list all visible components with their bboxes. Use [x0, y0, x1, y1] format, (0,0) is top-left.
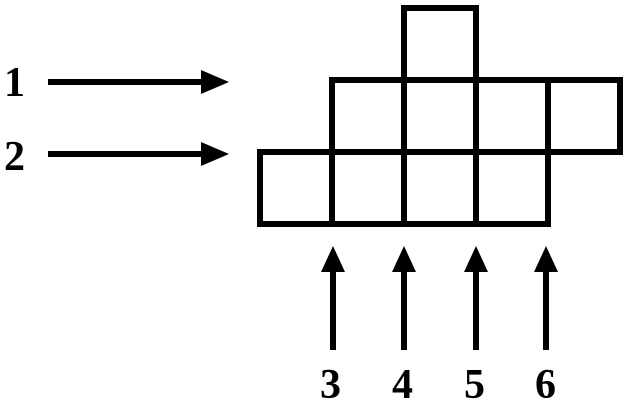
col-arrow-6	[534, 246, 558, 350]
row-arrow-2-head	[201, 142, 229, 166]
cell-r2-c3	[329, 77, 407, 155]
cell-r3-c5	[473, 149, 551, 227]
cell-grid	[257, 5, 623, 227]
col-arrow-4-head	[392, 246, 416, 272]
cell-r3-c2	[257, 149, 335, 227]
row-arrow-1	[48, 70, 229, 94]
cell-r2-c4	[401, 77, 479, 155]
label-3: 3	[320, 362, 341, 408]
cell-r3-c3	[329, 149, 407, 227]
cell-r1-c4	[401, 5, 479, 83]
col-arrow-3-head	[321, 246, 345, 272]
cell-r3-c4	[401, 149, 479, 227]
label-2: 2	[4, 134, 25, 180]
label-1: 1	[4, 60, 25, 106]
label-6: 6	[535, 362, 556, 408]
cell-r2-c6	[545, 77, 623, 155]
col-arrow-5	[464, 246, 488, 350]
row-arrow-2	[48, 142, 229, 166]
col-arrow-5-head	[464, 246, 488, 272]
col-arrow-3	[321, 246, 345, 350]
row-arrow-1-head	[201, 70, 229, 94]
label-5: 5	[464, 362, 485, 408]
col-arrow-6-head	[534, 246, 558, 272]
col-arrow-4	[392, 246, 416, 350]
label-4: 4	[392, 362, 413, 408]
cell-r2-c5	[473, 77, 551, 155]
